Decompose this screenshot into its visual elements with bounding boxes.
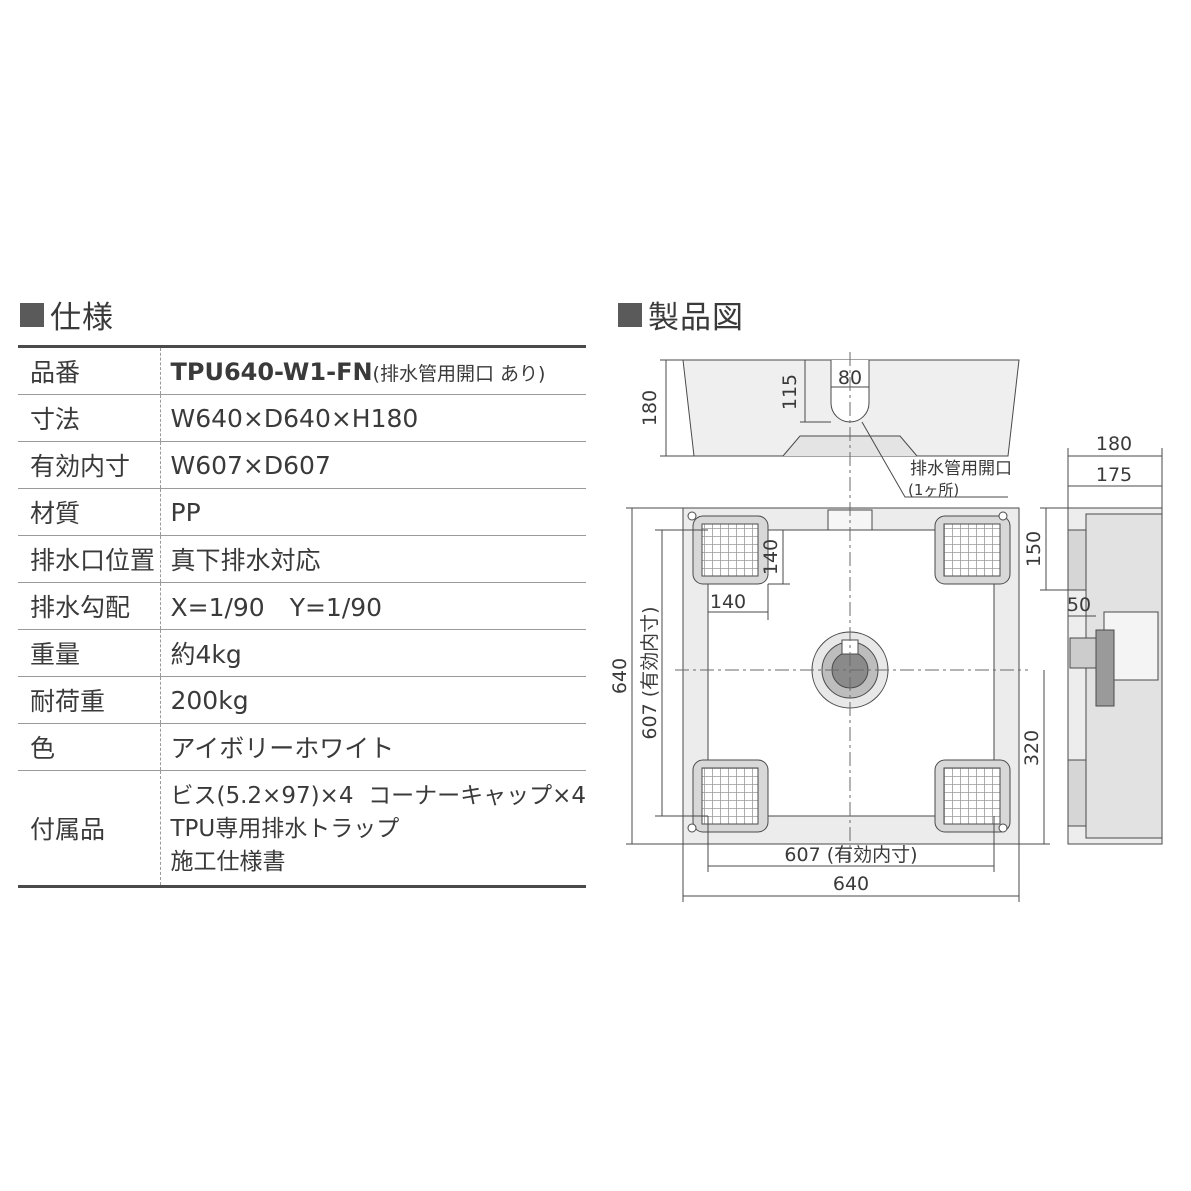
table-row: 寸法 W640×D640×H180 (18, 394, 586, 442)
dim-640-h-label: 640 (833, 873, 869, 895)
model-number: TPU640-W1-FN (170, 357, 373, 386)
spec-value: W607×D607 (170, 450, 331, 480)
screw-icon (998, 511, 1008, 521)
screw-icon (687, 511, 697, 521)
spec-value: 真下排水対応 (170, 546, 321, 575)
dim-607-h-label: 607 (有効内寸) (784, 844, 917, 866)
drawing-section-title: 製品図 (618, 292, 744, 337)
spec-label: 有効内寸 (18, 441, 161, 489)
table-row: 重量 約4kg (18, 629, 586, 677)
top-view (682, 507, 1020, 845)
square-bullet-icon (20, 302, 44, 327)
table-row: 有効内寸 W607×D607 (18, 441, 586, 489)
spec-value: X=1/90 Y=1/90 (170, 593, 383, 622)
spec-label: 寸法 (18, 394, 161, 442)
screw-icon (998, 823, 1008, 833)
dim-175-label: 175 (1096, 464, 1132, 486)
dim-320-label: 320 (1021, 730, 1043, 766)
spec-label: 排水口位置 (18, 535, 161, 583)
spec-label: 排水勾配 (18, 582, 161, 630)
side-foot-bottom (1067, 759, 1087, 827)
side-view (1067, 507, 1163, 845)
side-drain-flange (1095, 629, 1115, 707)
accessory-line: ビス(5.2×97)×4 コーナーキャップ×4 (170, 782, 587, 809)
table-row: 耐荷重 200kg (18, 676, 586, 724)
spec-value: 200kg (170, 685, 249, 715)
spec-value: PP (170, 497, 201, 527)
spec-table: 品番 TPU640-W1-FN(排水管用開口 あり) 寸法 W640×D640×… (18, 345, 586, 888)
square-bullet-icon (618, 302, 642, 327)
spec-label: 重量 (18, 629, 161, 677)
spec-label: 材質 (18, 488, 161, 536)
plan-dimensions (626, 507, 1050, 902)
opening-label-line1: 排水管用開口 (910, 459, 1012, 479)
product-drawing: 80 115 180 排水管用開口 (1ヶ所) (609, 352, 1163, 902)
dim-140-h-label: 140 (710, 591, 746, 613)
spec-label: 付属品 (18, 770, 161, 887)
table-row: 付属品 ビス(5.2×97)×4 コーナーキャップ×4 TPU専用排水トラップ … (18, 770, 587, 887)
opening-leader-line (861, 421, 1008, 498)
spec-value: アイボリーホワイト (170, 734, 395, 763)
center-lines (675, 352, 1028, 862)
dim-180-height-label: 180 (639, 390, 661, 426)
accessory-line: TPU専用排水トラップ (170, 815, 400, 842)
side-dimensions (1040, 448, 1163, 617)
dim-50-label: 50 (1067, 594, 1091, 616)
grid-pad-top-right (943, 523, 1001, 577)
spec-label: 耐荷重 (18, 676, 161, 724)
spec-label: 色 (18, 723, 161, 771)
spec-title-text: 仕様 (50, 300, 114, 336)
table-row: 色 アイボリーホワイト (18, 723, 586, 771)
side-foot-top (1067, 529, 1087, 591)
table-row: 品番 TPU640-W1-FN(排水管用開口 あり) (18, 346, 586, 395)
dim-607-v-label: 607 (有効内寸) (639, 606, 661, 739)
accessory-line: 施工仕様書 (170, 848, 286, 875)
dim-150-label: 150 (1023, 531, 1045, 567)
grid-pad-bottom-right (943, 767, 1001, 825)
dim-180-side-label: 180 (1096, 433, 1132, 455)
dim-140-v-label: 140 (760, 539, 782, 575)
drawing-title-text: 製品図 (648, 300, 744, 336)
spec-label: 品番 (18, 346, 161, 395)
table-row: 材質 PP (18, 488, 586, 536)
spec-section-title: 仕様 (20, 292, 114, 337)
grid-pad-bottom-left (701, 767, 759, 825)
dim-115-label: 115 (779, 374, 801, 410)
dim-640-v-label: 640 (609, 658, 631, 694)
opening-label-line2: (1ヶ所) (908, 481, 959, 499)
screw-icon (687, 823, 697, 833)
spec-value: W640×D640×H180 (170, 403, 419, 433)
grid-pad-top-left (701, 523, 759, 577)
table-row: 排水勾配 X=1/90 Y=1/90 (18, 582, 586, 630)
spec-value-model: TPU640-W1-FN(排水管用開口 あり) (160, 347, 586, 395)
model-note: (排水管用開口 あり) (372, 362, 546, 385)
table-row: 排水口位置 真下排水対応 (18, 535, 586, 583)
spec-value: 約4kg (170, 640, 242, 669)
spec-value-accessories: ビス(5.2×97)×4 コーナーキャップ×4 TPU専用排水トラップ 施工仕様… (160, 771, 587, 887)
